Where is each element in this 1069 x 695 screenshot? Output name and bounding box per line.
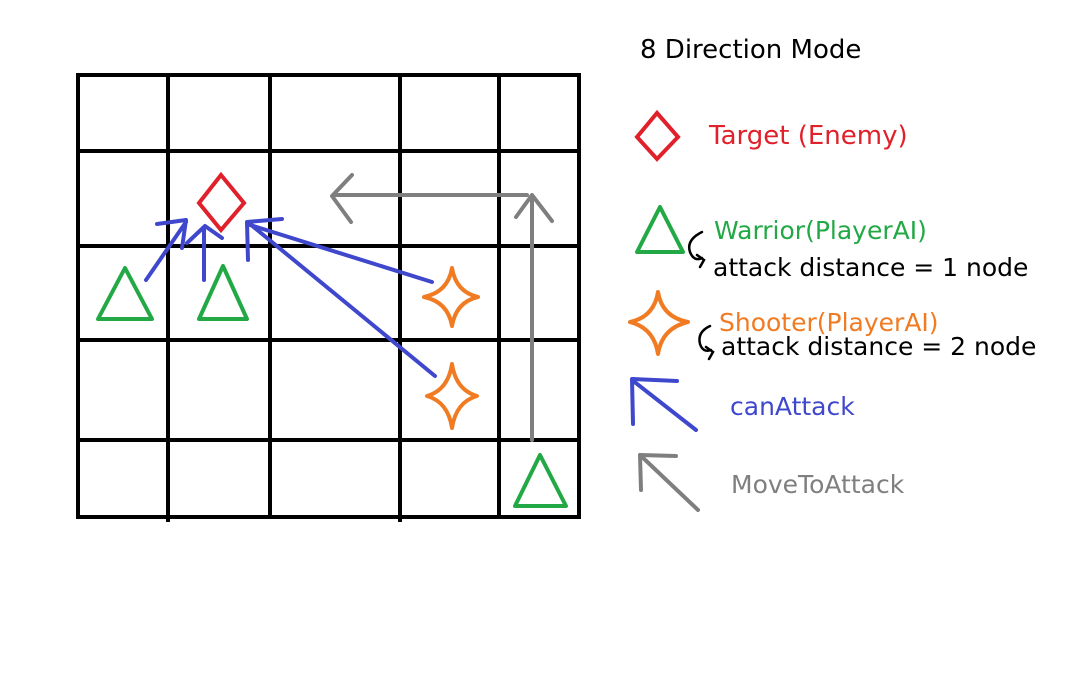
legend-can-attack-arrow-icon [630,377,698,432]
can-attack-arrow [245,217,434,284]
legend-shooter-star-icon [628,290,690,356]
legend-shooter-label: Shooter(PlayerAI) [719,308,939,337]
shooter-star [422,266,480,328]
legend-warrior-note: attack distance = 1 node [713,253,1028,282]
warrior-triangle [96,266,154,321]
can-attack-arrow [248,222,437,378]
legend-shooter-curl-icon [698,324,715,361]
legend-target-diamond-icon [634,109,681,162]
move-to-attack-arrow [514,193,554,442]
move-to-attack-arrow [330,173,529,224]
warrior-triangle [513,453,568,508]
shooter-star [425,362,479,430]
can-attack-arrow [144,218,188,282]
legend-can-attack-label: canAttack [730,392,855,421]
legend-move-to-attack-arrow-icon [638,453,700,512]
can-attack-arrow [185,224,224,282]
grid-border [76,73,581,519]
legend-warrior-curl-icon [688,230,706,269]
legend-move-to-attack-label: MoveToAttack [731,470,905,499]
target-enemy-diamond [196,171,247,234]
legend-warrior-label: Warrior(PlayerAI) [714,216,927,245]
warrior-triangle [197,264,249,321]
diagram-title: 8 Direction Mode [640,35,861,65]
legend-shooter-note: attack distance = 2 node [721,332,1036,361]
legend-target-label: Target (Enemy) [708,121,908,151]
legend-warrior-triangle-icon [635,205,685,254]
board-grid [76,73,581,522]
